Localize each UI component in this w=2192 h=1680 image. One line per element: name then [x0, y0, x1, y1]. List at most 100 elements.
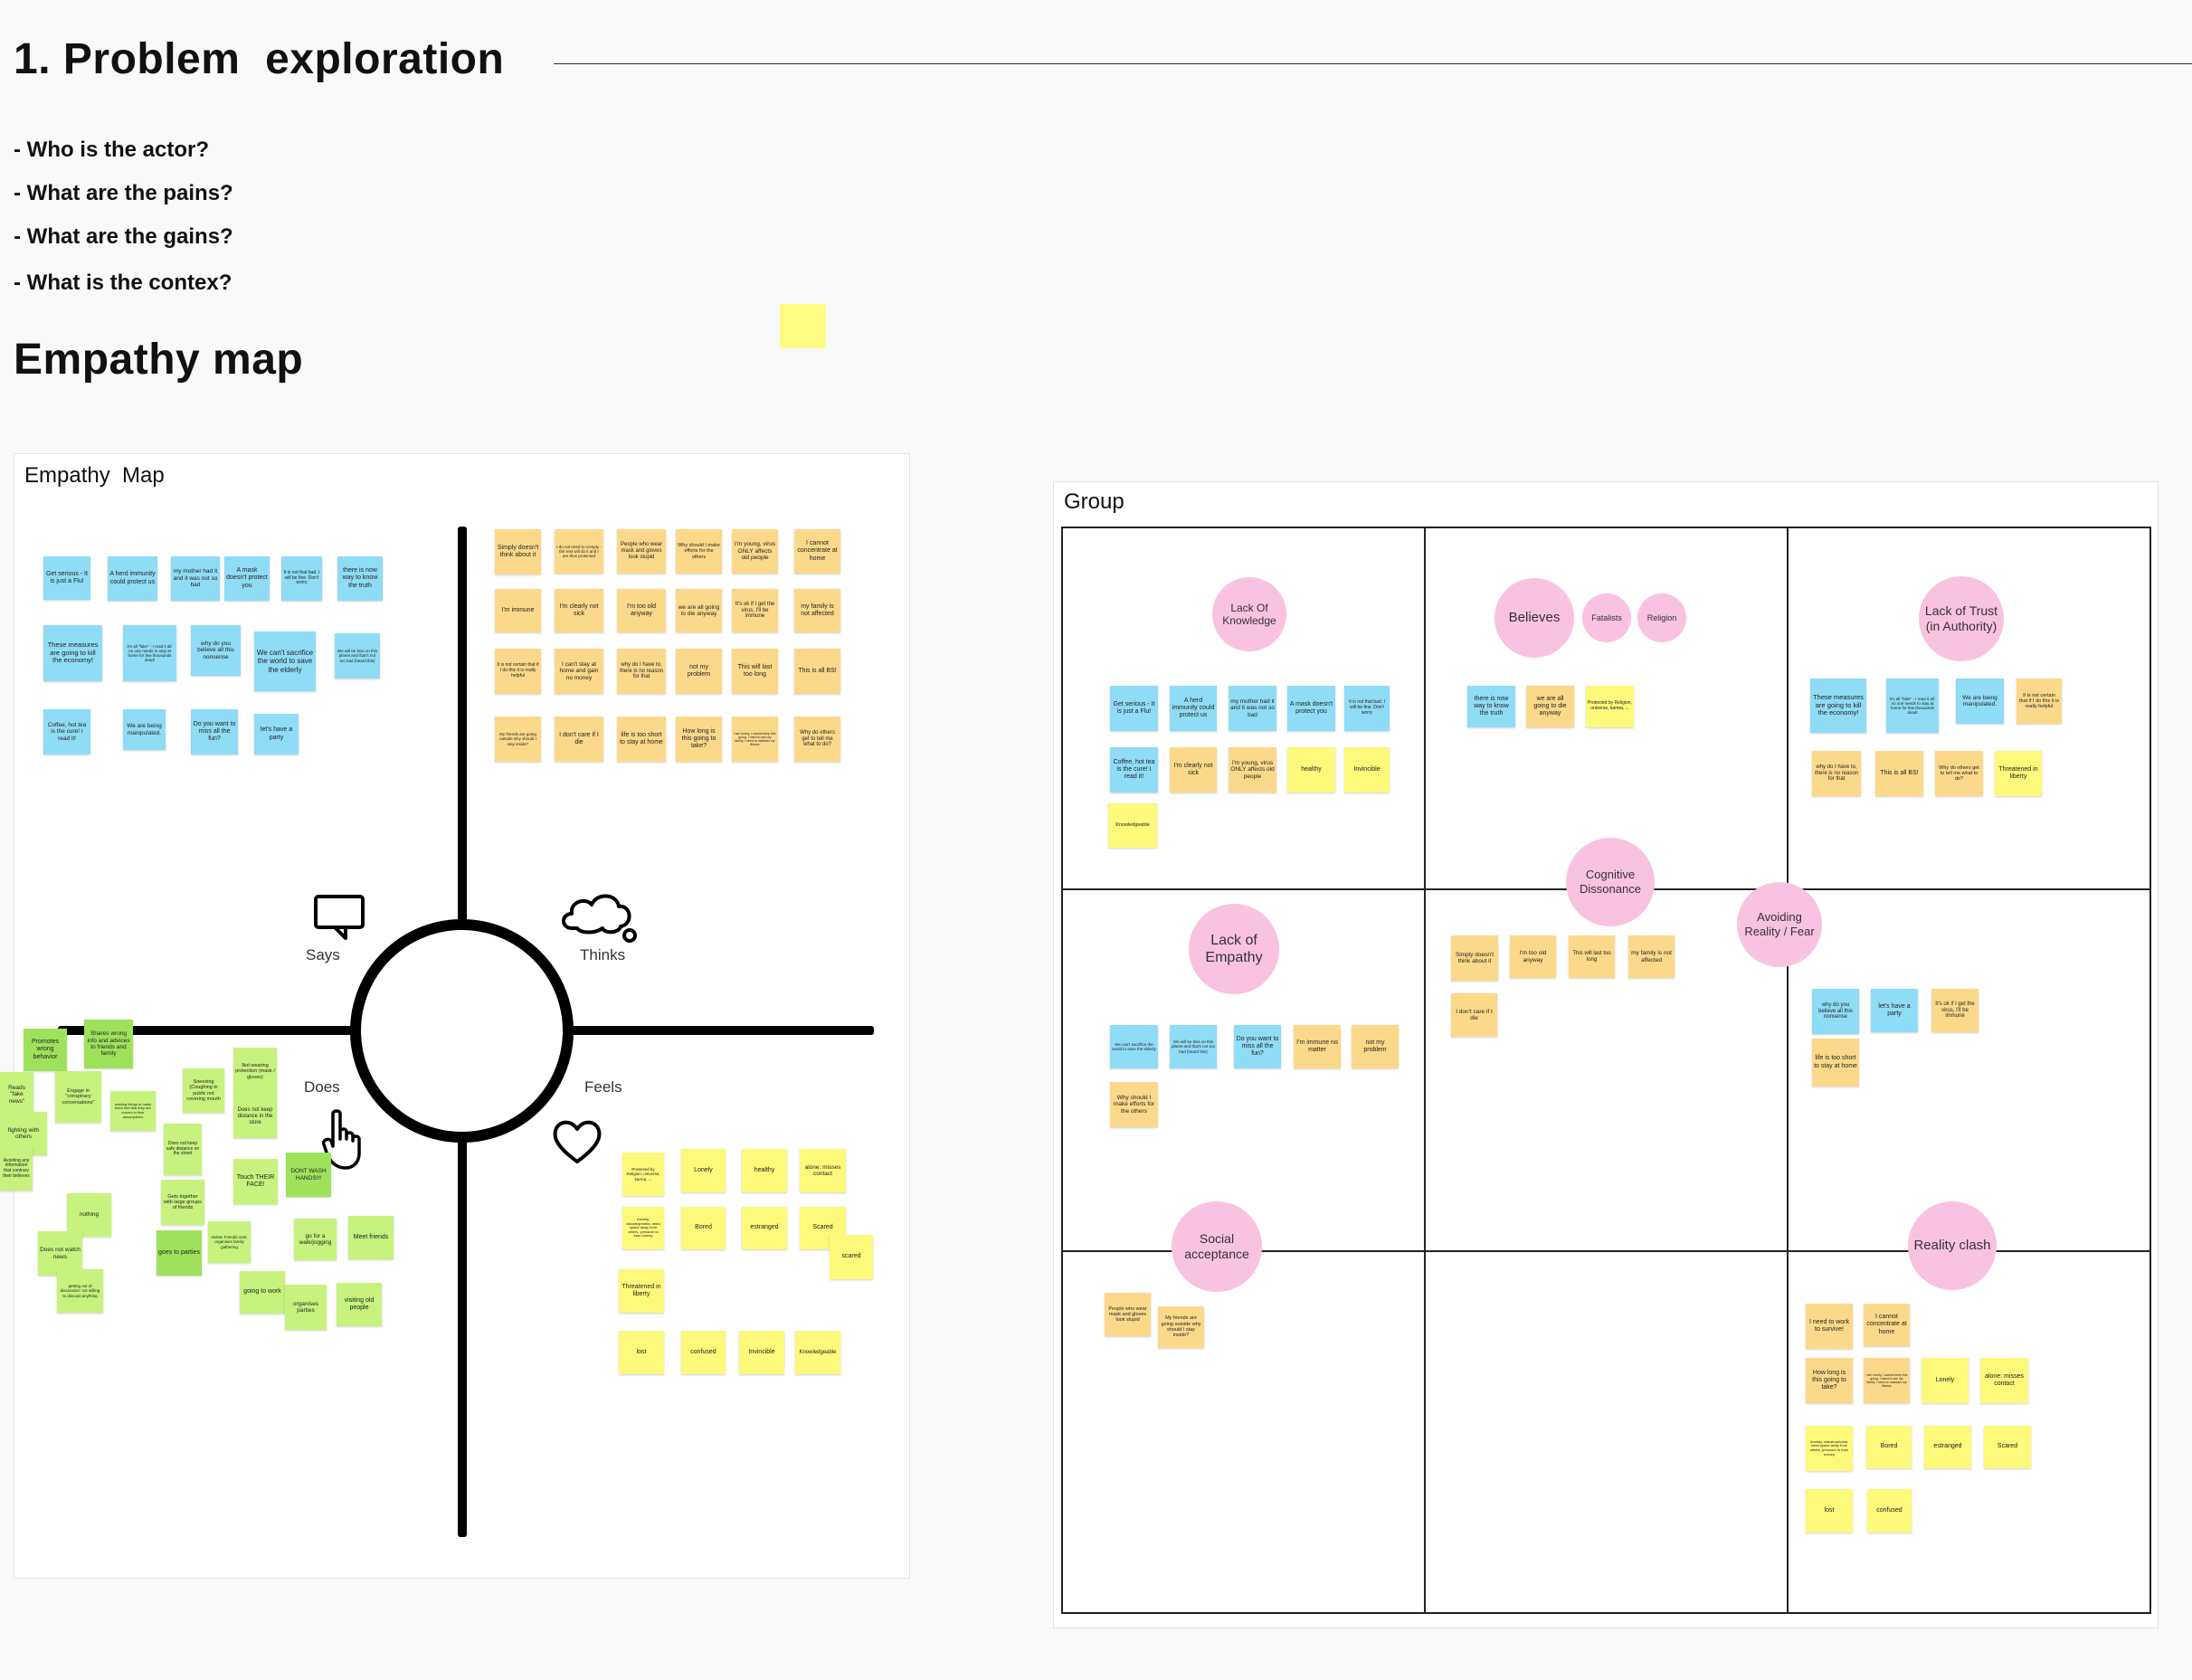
group-cognitive-sticky-note[interactable]: I'm too old anyway — [1510, 935, 1556, 978]
says-sticky-note[interactable]: there is now way to know the truth — [337, 556, 383, 601]
feels-sticky-note[interactable]: Knowledgeable — [795, 1331, 840, 1374]
says-sticky-note[interactable]: Do you want to miss all the fun? — [191, 709, 238, 755]
group-lack-knowledge-sticky-note[interactable]: healthy — [1287, 747, 1335, 793]
group-lack-trust-sticky-note[interactable]: why do I have to, there is no reason for… — [1812, 751, 1861, 796]
thinks-sticky-note[interactable]: It's ok if I get the virus, I'll be immu… — [732, 589, 778, 632]
thinks-sticky-note[interactable]: my family is not affected — [794, 589, 840, 632]
does-sticky-note[interactable]: getting out of discussion: not willing t… — [57, 1269, 103, 1313]
group-reality-sticky-note[interactable]: lost — [1806, 1489, 1853, 1533]
feels-sticky-note[interactable]: Invincible — [739, 1331, 784, 1374]
group-reality-sticky-note[interactable]: confused — [1867, 1489, 1912, 1533]
thinks-sticky-note[interactable]: life is too short to stay at home — [617, 717, 666, 762]
feels-sticky-note[interactable]: Threatened in liberty — [619, 1269, 664, 1313]
does-sticky-note[interactable]: DONT WASH HANDS!!! — [286, 1153, 331, 1197]
group-lack-empathy-sticky-note[interactable]: We will be less on this planet and that'… — [1170, 1025, 1217, 1068]
thinks-sticky-note[interactable]: It is not certain that if I do this it i… — [495, 649, 541, 694]
thinks-sticky-note[interactable]: This will last too long — [732, 649, 778, 694]
group-reality-sticky-note[interactable]: estranged — [1924, 1426, 1971, 1468]
thinks-sticky-note[interactable]: This is all BS! — [794, 649, 840, 694]
feels-sticky-note[interactable]: estranged — [742, 1207, 787, 1249]
group-believes-sticky-note[interactable]: we are all going to die anyway — [1526, 686, 1574, 727]
does-sticky-note[interactable]: Engage in "conspiracy conversations" — [55, 1071, 101, 1123]
group-lack-trust-sticky-note[interactable]: Threatened in liberty — [1995, 751, 2042, 796]
group-lack-empathy-sticky-note[interactable]: not my problem — [1352, 1025, 1399, 1068]
thinks-sticky-note[interactable]: Why should I make efforts for the others — [676, 529, 722, 574]
group-reality-sticky-note[interactable]: alone: misses contact — [1980, 1358, 2028, 1403]
group-lack-empathy-sticky-note[interactable]: Do you want to miss all the fun? — [1234, 1025, 1281, 1068]
group-lack-knowledge-sticky-note[interactable]: A mask doesn't protect you — [1287, 686, 1335, 731]
does-sticky-note[interactable]: Meet friends — [348, 1216, 394, 1259]
thinks-sticky-note[interactable]: I don't care if I die — [555, 717, 603, 762]
thinks-sticky-note[interactable]: I do not need to comply - the rest will … — [555, 529, 603, 574]
thinks-sticky-note[interactable]: I'm immune — [495, 589, 541, 632]
says-sticky-note[interactable]: These measures are going to kill the eco… — [43, 625, 102, 681]
thinks-sticky-note[interactable]: My friends are going outside why should … — [495, 717, 541, 762]
group-reality-sticky-note[interactable]: Lonely — [1922, 1358, 1969, 1403]
says-sticky-note[interactable]: A herd immunity could protect us — [108, 556, 157, 601]
does-sticky-note[interactable]: Not wearing protection (mask / gloves) — [233, 1048, 277, 1096]
thinks-sticky-note[interactable]: I'm too old anyway — [617, 589, 666, 632]
thinks-sticky-note[interactable]: I cannot concentrate at home — [794, 529, 840, 574]
group-avoiding-sticky-note[interactable]: It's ok if I get the virus, I'll be immu… — [1931, 989, 1978, 1032]
group-social-sticky-note[interactable]: My friends are going outside why should … — [1158, 1306, 1204, 1348]
says-sticky-note[interactable]: why do you believe all this nonsense — [191, 625, 241, 676]
thinks-sticky-note[interactable]: I am lonely, I cannot keep this going, I… — [732, 717, 778, 762]
does-sticky-note[interactable]: Does not watch news — [38, 1231, 82, 1276]
group-reality-sticky-note[interactable]: Scared — [1984, 1426, 2031, 1468]
feels-sticky-note[interactable]: Anxiety, claustrophobia, need space away… — [622, 1207, 664, 1249]
group-avoiding-sticky-note[interactable]: life is too short to stay at home — [1812, 1039, 1859, 1087]
group-lack-trust-sticky-note[interactable]: These measures are going to kill the eco… — [1810, 679, 1866, 733]
group-lack-knowledge-sticky-note[interactable]: It is not that bad. I will be fine. Don'… — [1344, 686, 1390, 731]
empty-sticky-note[interactable] — [780, 304, 826, 348]
group-reality-sticky-note[interactable]: How long is this going to take? — [1806, 1358, 1853, 1403]
says-sticky-note[interactable]: We are being manipulated. — [123, 709, 166, 750]
group-lack-knowledge-sticky-note[interactable]: Knowledgeable — [1108, 803, 1157, 848]
group-reality-sticky-note[interactable]: I am lonely, I cannot keep this going, I… — [1864, 1358, 1910, 1403]
does-sticky-note[interactable]: Sneezing (Coughing in public not coverin… — [183, 1068, 224, 1113]
does-sticky-note[interactable]: Does not keep distance in the store — [233, 1096, 277, 1138]
group-avoiding-sticky-note[interactable]: let's have a party — [1871, 989, 1918, 1032]
feels-sticky-note[interactable]: alone: misses contact — [800, 1149, 846, 1192]
group-lack-knowledge-sticky-note[interactable]: Get serious - It is just a Flu! — [1110, 686, 1158, 731]
thinks-sticky-note[interactable]: why do I have to, there is no reason for… — [617, 649, 666, 694]
feels-sticky-note[interactable]: scared — [830, 1235, 873, 1279]
says-sticky-note[interactable]: We will be less on this planet and that'… — [335, 633, 380, 679]
group-reality-sticky-note[interactable]: I cannot concentrate at home — [1864, 1304, 1910, 1346]
does-sticky-note[interactable]: go for a walk/jogging — [294, 1219, 337, 1260]
group-lack-knowledge-sticky-note[interactable]: Coffee, hot tea is the cure! I read it! — [1110, 747, 1158, 793]
does-sticky-note[interactable]: Shares wrong info and advices to friends… — [84, 1020, 133, 1068]
says-sticky-note[interactable]: Coffee, hot tea is the cure! I read it! — [43, 709, 90, 755]
feels-sticky-note[interactable]: lost — [619, 1331, 664, 1374]
group-cognitive-sticky-note[interactable]: This will last too long — [1569, 935, 1615, 978]
feels-sticky-note[interactable]: Protected by Religion, universe, karma, … — [622, 1153, 664, 1196]
does-sticky-note[interactable]: going to work — [240, 1271, 285, 1314]
does-sticky-note[interactable]: Avoiding any information that contrary t… — [0, 1147, 33, 1191]
says-sticky-note[interactable]: It is not that bad. I will be fine. Don'… — [281, 556, 322, 601]
group-lack-knowledge-sticky-note[interactable]: A herd immunity could protect us — [1170, 686, 1217, 731]
feels-sticky-note[interactable]: confused — [681, 1331, 726, 1374]
group-reality-sticky-note[interactable]: I need to work to survive! — [1806, 1304, 1853, 1349]
group-lack-knowledge-sticky-note[interactable]: my mother had it and it was not so bad — [1229, 686, 1276, 731]
group-lack-trust-sticky-note[interactable]: We are being manipulated. — [1956, 679, 2004, 724]
does-sticky-note[interactable]: Invites Friends over, organises family g… — [208, 1221, 251, 1263]
does-sticky-note[interactable]: Does not keep safe distance on the stree… — [164, 1124, 202, 1175]
group-believes-sticky-note[interactable]: there is now way to know the truth — [1467, 686, 1515, 727]
group-lack-knowledge-sticky-note[interactable]: I'm young, virus ONLY affects old people — [1229, 747, 1276, 793]
says-sticky-note[interactable]: my mother had it and it was not so bad — [171, 556, 220, 601]
says-sticky-note[interactable]: A mask doesn't protect you — [224, 556, 270, 601]
group-reality-sticky-note[interactable]: Bored — [1866, 1426, 1912, 1468]
does-sticky-note[interactable]: reading things to make them feel that th… — [110, 1091, 156, 1131]
group-lack-trust-sticky-note[interactable]: Why do others get to tell me what to do? — [1935, 751, 1983, 796]
thinks-sticky-note[interactable]: How long is this going to take? — [676, 717, 722, 762]
thinks-sticky-note[interactable]: not my problem — [676, 649, 722, 694]
group-lack-empathy-sticky-note[interactable]: Why should I make efforts for the others — [1110, 1082, 1158, 1127]
says-sticky-note[interactable]: It's all "fake" - I read it all: no one … — [123, 625, 176, 681]
thinks-sticky-note[interactable]: we are all going to die anyway — [676, 589, 722, 632]
thinks-sticky-note[interactable]: People who wear mask and gloves look stu… — [617, 529, 666, 574]
does-sticky-note[interactable]: Touch THEIR FACE! — [233, 1159, 278, 1204]
feels-sticky-note[interactable]: healthy — [742, 1149, 787, 1192]
says-sticky-note[interactable]: let's have a party — [254, 714, 299, 755]
group-social-sticky-note[interactable]: People who wear mask and gloves look stu… — [1105, 1293, 1151, 1336]
group-lack-trust-sticky-note[interactable]: This is all BS! — [1875, 751, 1923, 796]
thinks-sticky-note[interactable]: I'm young, virus ONLY affects old people — [732, 529, 778, 574]
